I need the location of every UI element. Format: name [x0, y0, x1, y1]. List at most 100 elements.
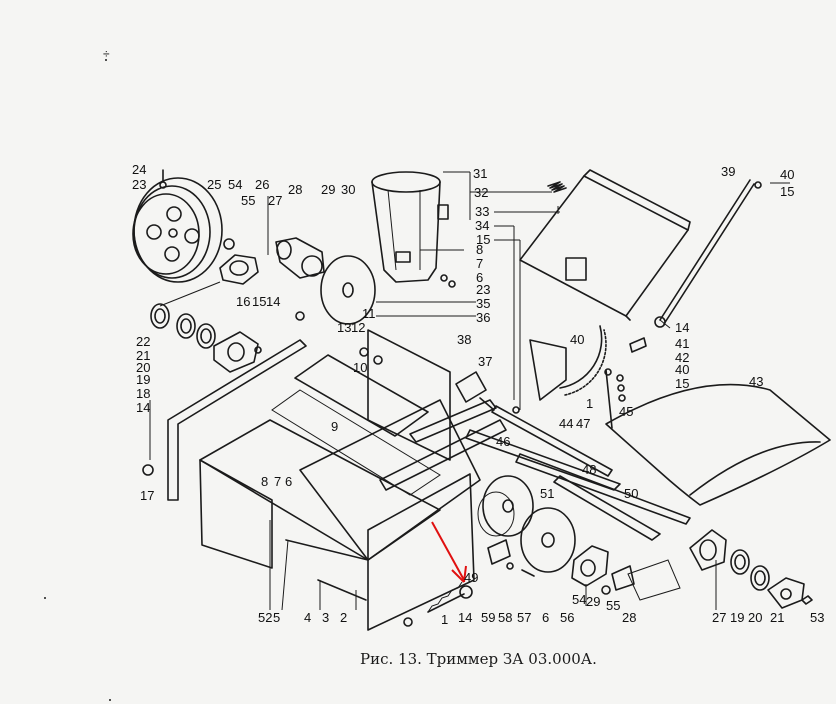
callout-15: 15: [780, 184, 794, 199]
callout-31: 31: [473, 166, 487, 181]
callout-45: 45: [619, 404, 633, 419]
callout-49: 49: [464, 570, 478, 585]
callout-6: 6: [476, 270, 483, 285]
callout-19: 19: [730, 610, 744, 625]
callout-3: 3: [322, 610, 329, 625]
callout-53: 53: [810, 610, 824, 625]
callout-55: 55: [241, 193, 255, 208]
callout-52: 52: [258, 610, 272, 625]
red-arrow-annotation: [431, 521, 467, 583]
callout-5: 5: [273, 610, 280, 625]
callout-54: 54: [572, 592, 586, 607]
callout-1: 1: [441, 612, 448, 627]
callout-17: 17: [140, 488, 154, 503]
callout-54: 54: [228, 177, 242, 192]
callout-19: 19: [136, 372, 150, 387]
callout-18: 18: [136, 386, 150, 401]
leader-lines: [149, 171, 790, 611]
callout-41: 41: [675, 336, 689, 351]
paper-marks: ÷: [44, 47, 111, 701]
callout-7: 7: [476, 256, 483, 271]
callout-29: 29: [321, 182, 335, 197]
gear-sector-part-45: [529, 325, 607, 401]
center-housing-part-55: [571, 545, 681, 601]
deflector-part-43: [605, 383, 831, 506]
callout-9: 9: [331, 419, 338, 434]
callout-7: 7: [274, 474, 281, 489]
callout-43: 43: [749, 374, 763, 389]
callout-34: 34: [475, 218, 489, 233]
disc-part-29: [320, 255, 376, 325]
callout-33: 33: [475, 204, 489, 219]
hopper-part-31: [371, 171, 449, 283]
callout-59: 59: [481, 610, 495, 625]
callout-14: 14: [136, 400, 150, 415]
callout-25: 25: [207, 177, 221, 192]
callout-38: 38: [457, 332, 471, 347]
callout-21: 21: [770, 610, 784, 625]
callout-6: 6: [285, 474, 292, 489]
callout-20: 20: [136, 360, 150, 375]
callout-13: 13: [337, 320, 351, 335]
callout-24: 24: [132, 162, 146, 177]
callout-1: 1: [586, 396, 593, 411]
bracket-part-58: [487, 539, 535, 577]
callout-8: 8: [261, 474, 268, 489]
callout-32: 32: [474, 185, 488, 200]
callout-57: 57: [517, 610, 531, 625]
callout-16: 16: [236, 294, 250, 309]
callout-14: 14: [266, 294, 280, 309]
callout-6: 6: [542, 610, 549, 625]
callout-29: 29: [586, 594, 600, 609]
callout-22: 22: [136, 334, 150, 349]
callout-48: 48: [582, 462, 596, 477]
callout-28: 28: [622, 610, 636, 625]
callout-15: 15: [476, 232, 490, 247]
callout-50: 50: [624, 486, 638, 501]
svg-text:÷: ÷: [103, 47, 110, 61]
callout-23: 23: [476, 282, 490, 297]
right-bearing-set: [689, 529, 813, 609]
callout-35: 35: [476, 296, 490, 311]
callout-20: 20: [748, 610, 762, 625]
callout-23: 23: [132, 177, 146, 192]
callout-40: 40: [570, 332, 584, 347]
callout-58: 58: [498, 610, 512, 625]
callout-14: 14: [675, 320, 689, 335]
callout-51: 51: [540, 486, 554, 501]
lever-part-44: [604, 368, 626, 429]
callout-14: 14: [458, 610, 472, 625]
callout-37: 37: [478, 354, 492, 369]
chute-part-33: [519, 169, 691, 321]
figure-caption: Рис. 13. Триммер ЗА 03.000А.: [360, 650, 597, 668]
callout-44: 44: [559, 416, 573, 431]
callout-56: 56: [560, 610, 574, 625]
callout-21: 21: [136, 348, 150, 363]
callout-15: 15: [252, 294, 266, 309]
callout-40: 40: [675, 362, 689, 377]
callout-42: 42: [675, 350, 689, 365]
callout-46: 46: [496, 434, 510, 449]
bearing-housing-part-26: [219, 238, 259, 285]
rod-part-39: [629, 179, 762, 353]
left-bearing-set: [150, 303, 259, 373]
callout-26: 26: [255, 177, 269, 192]
callout-4: 4: [304, 610, 311, 625]
callout-27: 27: [712, 610, 726, 625]
callout-11: 11: [362, 306, 376, 321]
callout-27: 27: [268, 193, 282, 208]
callout-30: 30: [341, 182, 355, 197]
callout-8: 8: [476, 242, 483, 257]
drum-disc-part-56: [520, 507, 576, 573]
frame-assembly: [142, 274, 691, 631]
bolt-part-60: [427, 581, 473, 613]
pulley-part-25: [132, 169, 223, 283]
callout-47: 47: [576, 416, 590, 431]
callout-36: 36: [476, 310, 490, 325]
callout-40: 40: [780, 167, 794, 182]
drum-disc-part-49: [477, 475, 534, 537]
callout-10: 10: [353, 360, 367, 375]
